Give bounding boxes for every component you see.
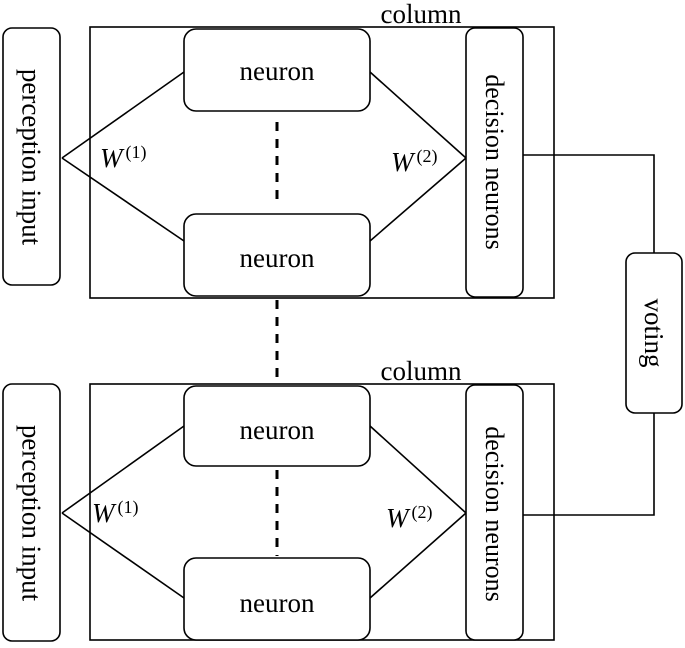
- neuron-label: neuron: [240, 415, 315, 445]
- voting-box: [625, 252, 683, 414]
- column-label: column: [381, 0, 462, 29]
- neuron-box: [183, 385, 371, 467]
- perception-input-box: [2, 27, 61, 286]
- weight-2: W(2): [391, 146, 438, 177]
- weight-symbol: W: [391, 147, 416, 177]
- weight-2-superscript: (2): [417, 146, 438, 167]
- neuron-box: [183, 557, 371, 641]
- perception-input-label: perception input: [17, 425, 47, 602]
- voting-connector-bottom: [523, 413, 655, 516]
- weight-2: W(2): [386, 502, 433, 533]
- perception-input-box: [2, 383, 61, 642]
- neuron-label: neuron: [240, 243, 315, 273]
- decision-neurons-label: decision neurons: [480, 74, 509, 249]
- column-label: column: [381, 356, 462, 386]
- output-edge: [369, 512, 467, 599]
- input-edge: [61, 512, 185, 599]
- decision-neurons-box: [465, 27, 524, 298]
- output-edge: [369, 425, 467, 514]
- weight-2-superscript: (2): [412, 502, 433, 523]
- voting-label: voting: [639, 298, 669, 367]
- weight-symbol: W: [92, 498, 117, 528]
- column-top: column perception input neuron neuron de…: [2, 0, 555, 299]
- neuron-label: neuron: [240, 588, 315, 618]
- neuron-box: [183, 28, 371, 112]
- input-edge: [61, 425, 185, 514]
- weight-1: W(1): [92, 497, 139, 528]
- output-edge: [369, 71, 467, 159]
- input-edge: [61, 71, 185, 159]
- weight-1-superscript: (1): [126, 142, 147, 163]
- neuron-box: [183, 213, 371, 297]
- input-edge: [61, 157, 185, 242]
- decision-neurons-box: [465, 384, 524, 641]
- weight-symbol: W: [386, 503, 411, 533]
- column-frame: [89, 26, 555, 299]
- perception-input-label: perception input: [17, 69, 47, 246]
- column-bottom: column perception input neuron neuron de…: [2, 356, 555, 642]
- output-edge: [369, 157, 467, 242]
- voting-group: voting: [523, 154, 683, 516]
- voting-connector-top: [523, 154, 655, 253]
- neuron-label: neuron: [240, 56, 315, 86]
- decision-neurons-label: decision neurons: [480, 426, 509, 601]
- weight-1: W(1): [100, 142, 147, 173]
- weight-1-superscript: (1): [118, 497, 139, 518]
- weight-symbol: W: [100, 143, 125, 173]
